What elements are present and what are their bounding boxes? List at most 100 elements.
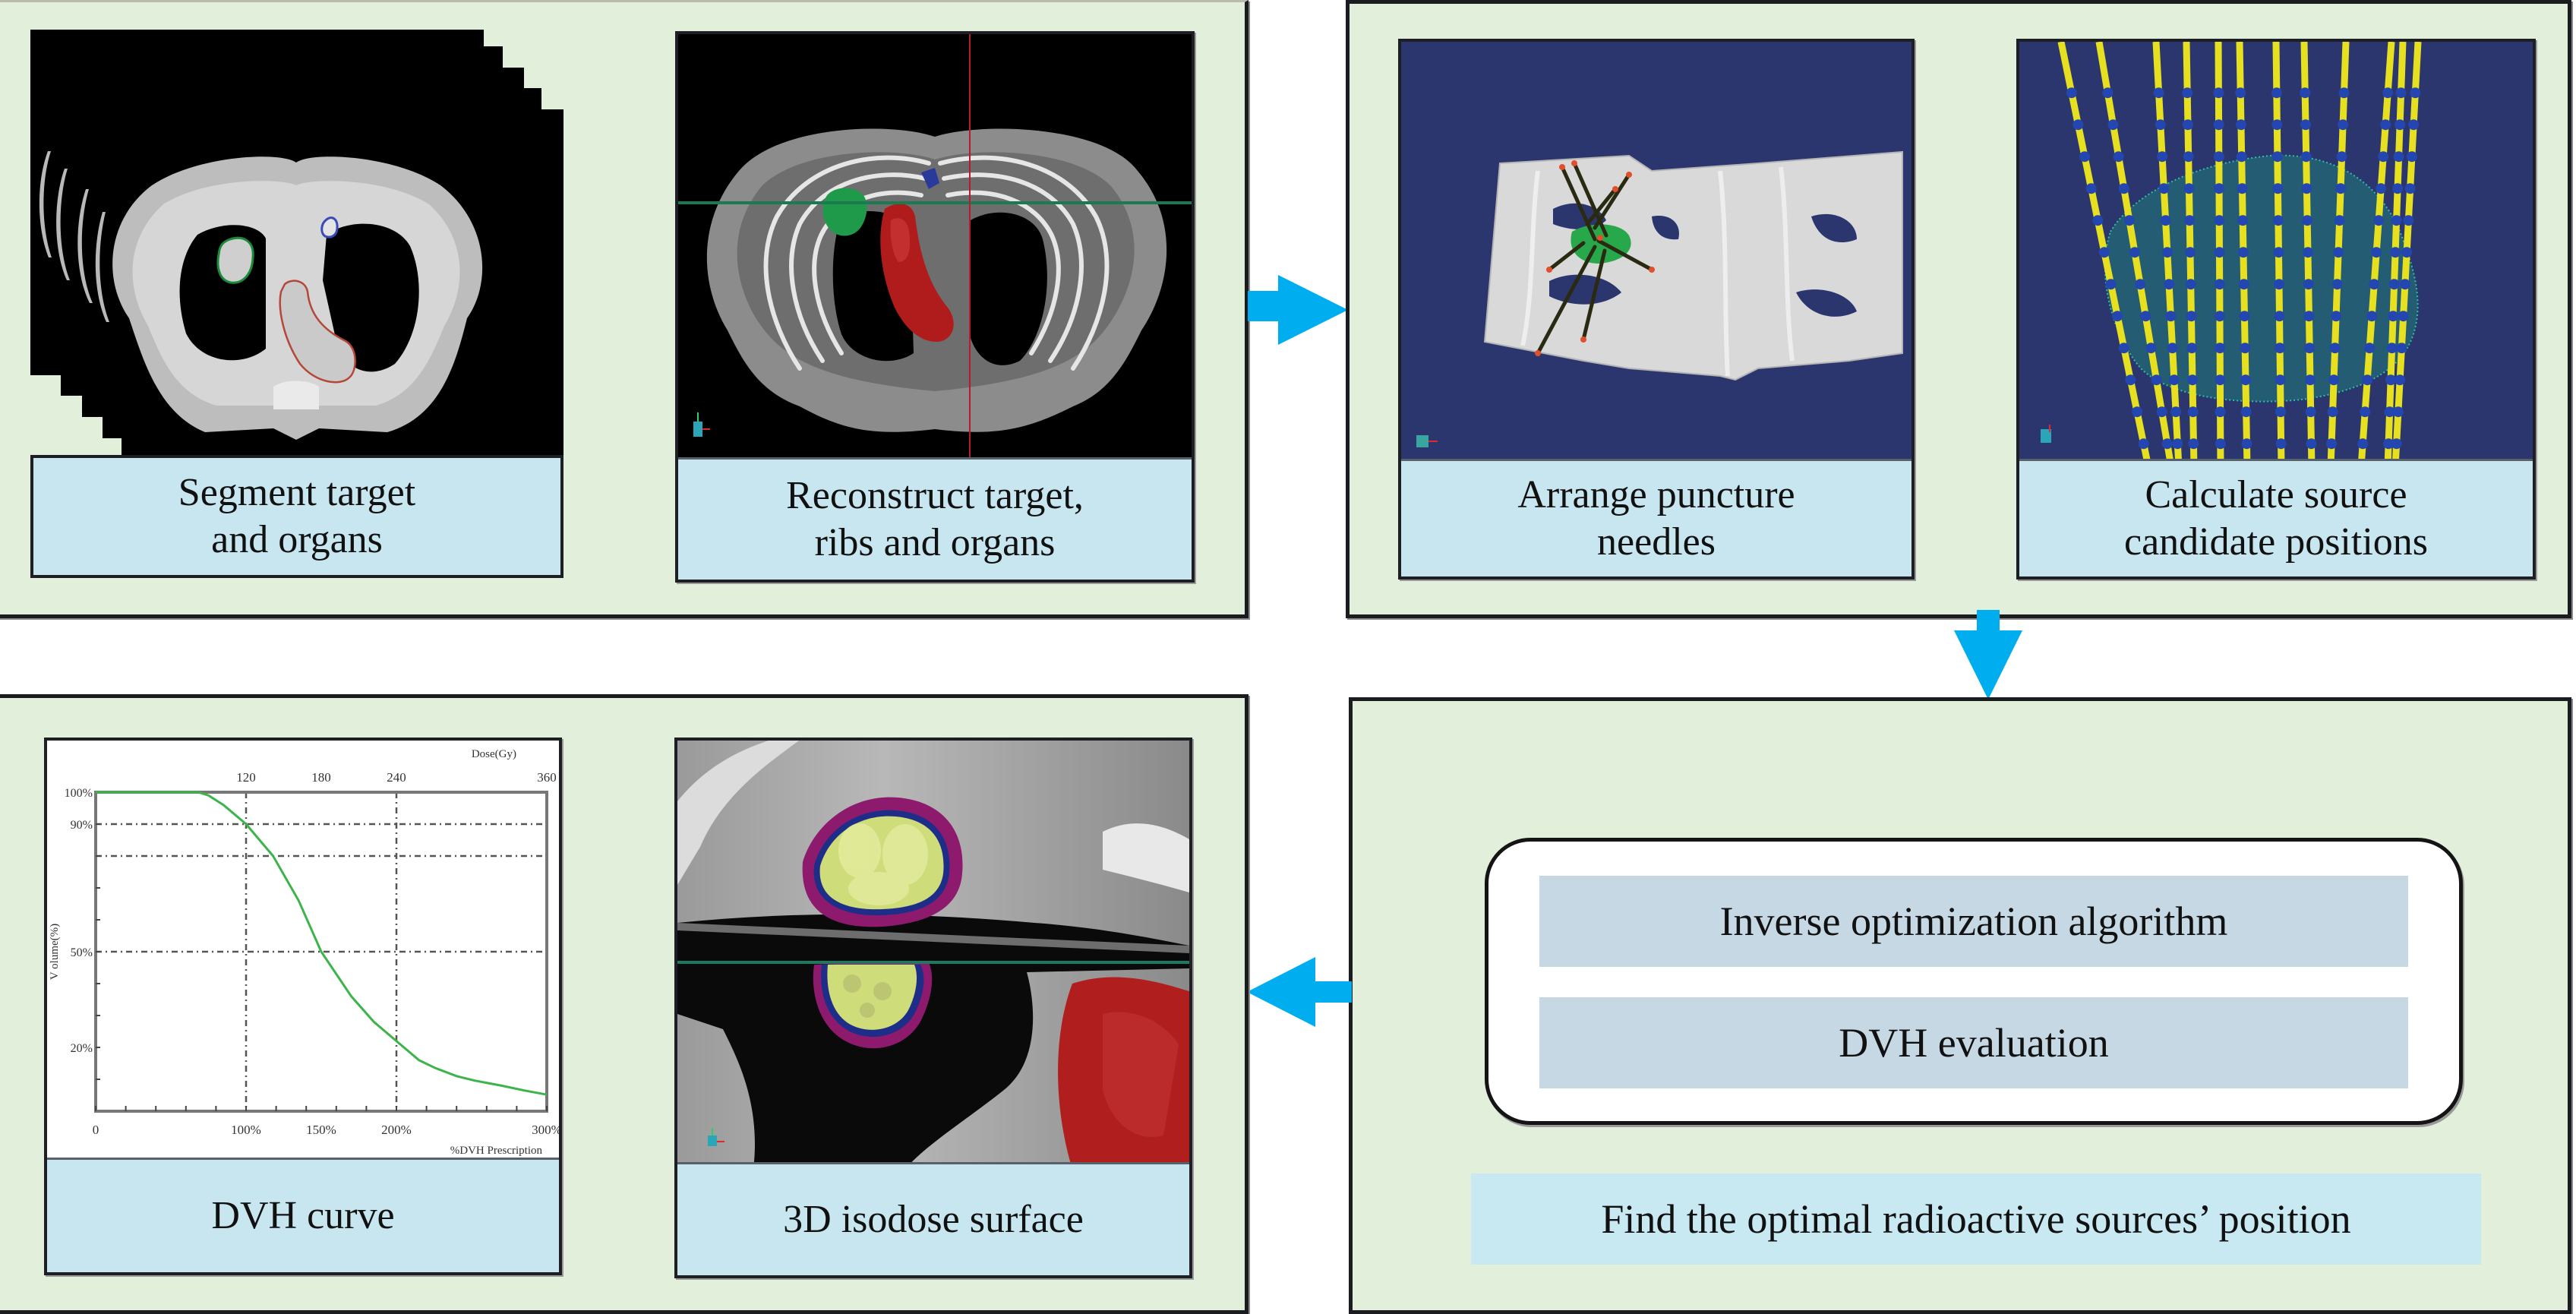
source-position-dot [2183, 183, 2195, 194]
source-candidates-image: Calculate source candidate positions [2016, 39, 2536, 580]
x-tick-label: 150% [306, 1123, 336, 1137]
y-tick-label: 50% [71, 946, 93, 959]
source-position-dot [2168, 374, 2180, 386]
source-position-dot [2272, 183, 2284, 194]
source-position-dot [2215, 343, 2226, 354]
source-position-dot [2187, 406, 2199, 418]
source-position-dot [2369, 279, 2380, 290]
source-position-dot [2170, 406, 2182, 418]
source-position-dot [2167, 343, 2178, 354]
source-position-dot [2118, 183, 2129, 194]
source-position-dot [2386, 343, 2398, 354]
source-position-dot [2399, 279, 2410, 290]
source-position-dot [2140, 311, 2151, 322]
source-position-dot [2395, 87, 2407, 99]
source-position-dot [2214, 311, 2225, 322]
source-position-dot [2184, 247, 2196, 258]
source-position-dot [2072, 119, 2084, 131]
y-tick-label: 20% [71, 1042, 93, 1055]
caption-line: and organs [211, 518, 383, 561]
source-position-dot [2237, 183, 2248, 194]
source-position-dot [2404, 183, 2416, 194]
source-position-dot [2383, 438, 2394, 450]
source-position-dot [2098, 247, 2110, 258]
source-position-dot [2366, 311, 2378, 322]
ct-stack-caption-box: Segment target and organs [30, 455, 564, 578]
source-position-dot [2380, 119, 2391, 131]
source-position-dot [2164, 279, 2175, 290]
right-arrow-icon [1248, 275, 1348, 345]
source-position-dot [2272, 215, 2284, 226]
source-position-dot [2373, 215, 2385, 226]
segmentation-panel: Segment target and organs [0, 0, 1249, 618]
source-position-dot [2327, 406, 2338, 418]
source-position-dot [2066, 87, 2077, 99]
source-position-dot [2391, 215, 2402, 226]
source-position-dot [2213, 87, 2224, 99]
source-position-dot [2338, 119, 2349, 131]
source-position-dot [2300, 151, 2312, 163]
source-position-dot [2157, 151, 2168, 163]
source-position-dot [2401, 247, 2413, 258]
source-position-dot [2326, 438, 2338, 450]
down-arrow-icon [1953, 610, 2023, 700]
caption-segment: Segment target and organs [30, 455, 564, 578]
optimal-position-result: Find the optimal radioactive sources’ po… [1471, 1173, 2481, 1265]
source-position-dot [2376, 183, 2387, 194]
source-position-dot [2213, 119, 2224, 131]
source-position-dot [2302, 215, 2313, 226]
source-position-dot [2335, 183, 2347, 194]
source-position-dot [2138, 438, 2149, 450]
source-position-dot [2331, 311, 2342, 322]
caption-line: needles [1597, 520, 1716, 564]
caption-line: DVH curve [211, 1194, 395, 1237]
source-position-dot [2378, 151, 2389, 163]
source-position-dot [2161, 438, 2173, 450]
source-position-dot [2364, 343, 2376, 354]
source-position-dot [2123, 215, 2135, 226]
source-position-dot [2305, 406, 2316, 418]
top-tick-label: 180 [311, 770, 331, 785]
top-axis-label: Dose(Gy) [472, 748, 516, 760]
y-tick-label: 90% [71, 819, 93, 832]
caption-reconstruct: Reconstruct target, ribs and organs [678, 457, 1192, 580]
x-tick-label: 300% [532, 1123, 559, 1137]
needle-arrangement-image: Arrange puncture needles [1398, 39, 1915, 580]
result-label: Find the optimal radioactive sources’ po… [1601, 1196, 2351, 1242]
source-position-dot [2271, 151, 2283, 163]
source-position-dot [2182, 119, 2193, 131]
source-position-dot [2388, 311, 2399, 322]
source-position-dot [2240, 374, 2251, 386]
step-label: DVH evaluation [1839, 1020, 2109, 1066]
caption-line: ribs and organs [814, 521, 1056, 564]
source-position-dot [2132, 406, 2143, 418]
source-position-dot [2396, 343, 2407, 354]
source-position-dot [2271, 119, 2283, 131]
rib-reconstruction-image: Reconstruct target, ribs and organs [675, 31, 1195, 583]
source-position-dot [2183, 151, 2194, 163]
source-position-dot [2240, 406, 2252, 418]
source-position-dot [2186, 311, 2197, 322]
source-position-dot [2235, 87, 2246, 99]
source-position-dot [2085, 183, 2097, 194]
source-position-dot [2275, 438, 2287, 450]
caption-line: Calculate source [2145, 473, 2407, 516]
x-tick-label: 200% [381, 1123, 412, 1137]
top-tick-label: 360 [537, 770, 557, 785]
source-position-dot [2129, 247, 2141, 258]
source-position-dot [2408, 119, 2420, 131]
source-position-dot [2153, 87, 2164, 99]
source-position-dot [2300, 119, 2311, 131]
source-position-dot [2156, 406, 2167, 418]
source-position-dot [2214, 279, 2225, 290]
source-position-dot [2410, 87, 2421, 99]
source-position-dot [2239, 311, 2250, 322]
x-tick-label: 100% [231, 1123, 261, 1137]
source-position-dot [2237, 215, 2249, 226]
source-position-dot [2236, 151, 2247, 163]
caption-line: Arrange puncture [1517, 473, 1795, 516]
top-tick-label: 120 [236, 770, 256, 785]
isodose-surface-image: 3D isodose surface [674, 738, 1192, 1278]
